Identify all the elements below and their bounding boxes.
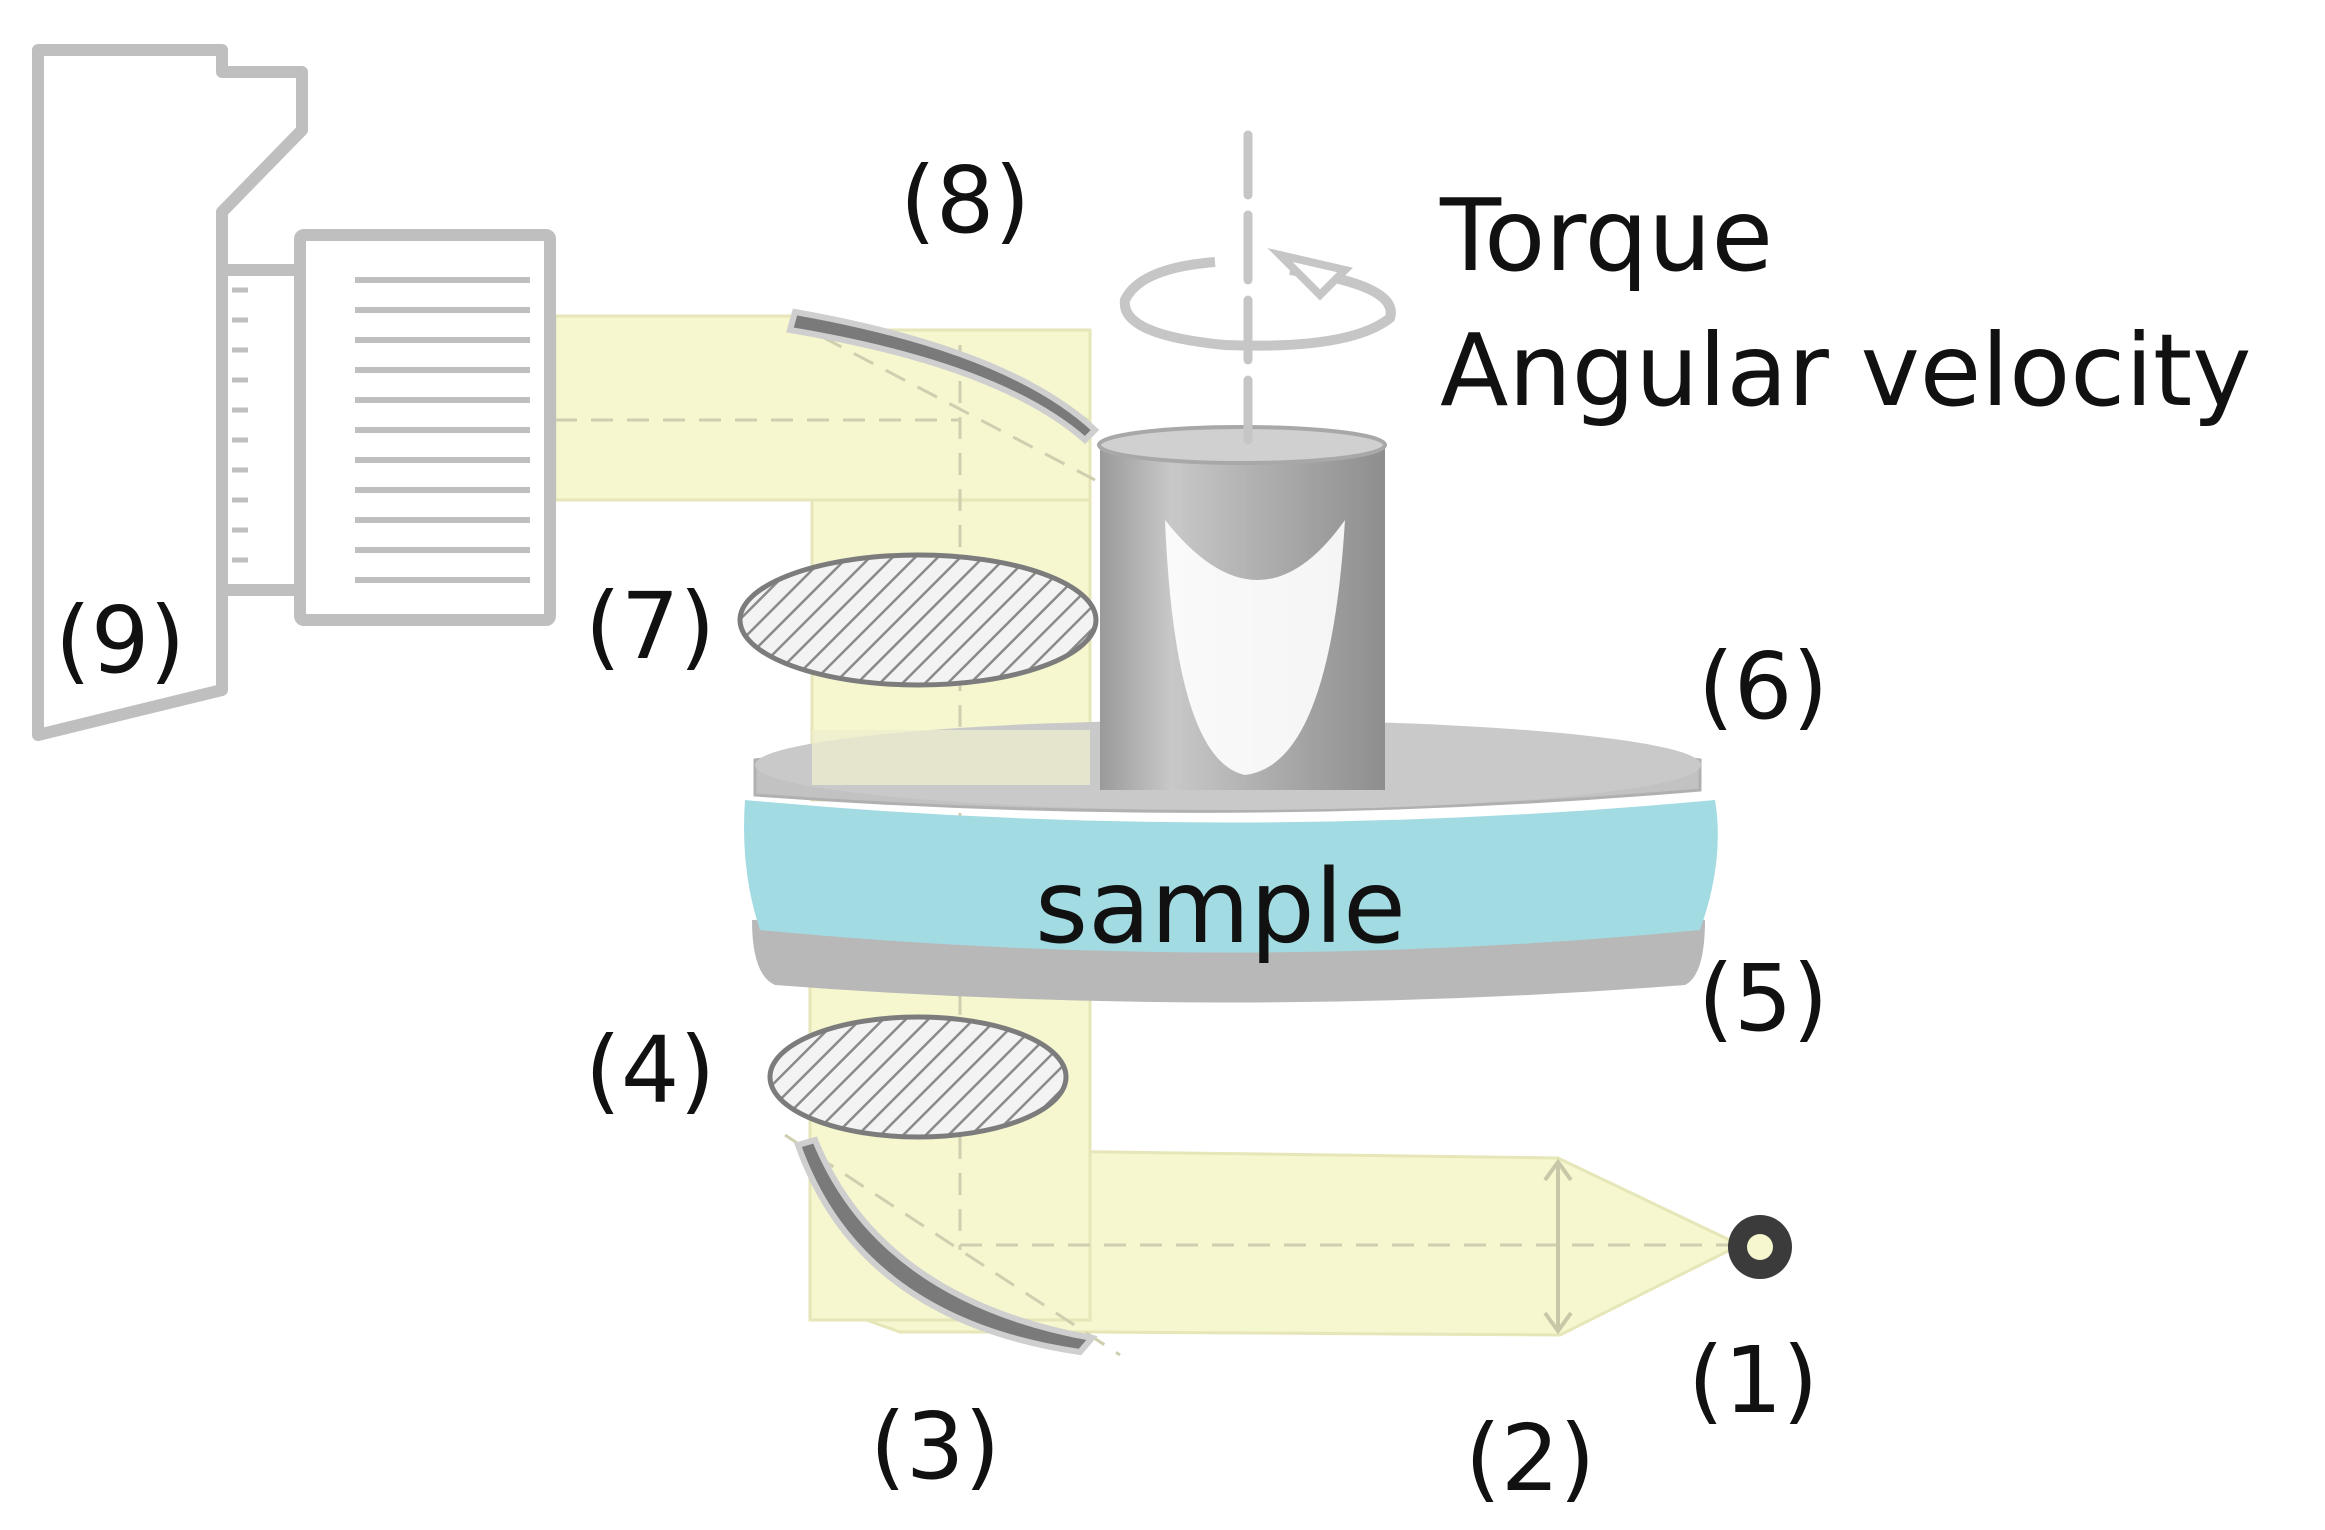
label-angular-velocity: Angular velocity — [1440, 312, 2251, 429]
label-top-lens: (7) — [585, 573, 715, 680]
camera-icon — [32, 44, 556, 741]
mirror-bottom — [794, 1136, 1098, 1356]
lens-top — [737, 552, 1099, 688]
label-camera: (9) — [55, 587, 185, 694]
light-source-icon — [1728, 1215, 1792, 1279]
rheometer-tool — [1097, 425, 1387, 790]
label-light-source: (1) — [1688, 1327, 1818, 1434]
beam-lower-vertical — [808, 958, 1092, 1322]
rotation-arrow-icon — [1119, 247, 1396, 351]
beam-width-arrow — [1543, 1158, 1573, 1335]
label-top-mirror: (8) — [900, 147, 1030, 254]
label-bottom-plate: (5) — [1698, 945, 1828, 1052]
label-top-plate: (6) — [1698, 633, 1828, 740]
label-sample: sample — [1035, 848, 1406, 967]
label-beam-width: (2) — [1465, 1405, 1595, 1512]
lens-bottom — [767, 1014, 1069, 1140]
label-torque: Torque — [1439, 177, 1773, 294]
mirror-top — [786, 308, 1100, 445]
plate-window — [812, 730, 1090, 785]
label-bottom-lens: (4) — [585, 1017, 715, 1124]
label-bottom-mirror: (3) — [870, 1393, 1000, 1500]
sample-layer — [744, 800, 1718, 953]
